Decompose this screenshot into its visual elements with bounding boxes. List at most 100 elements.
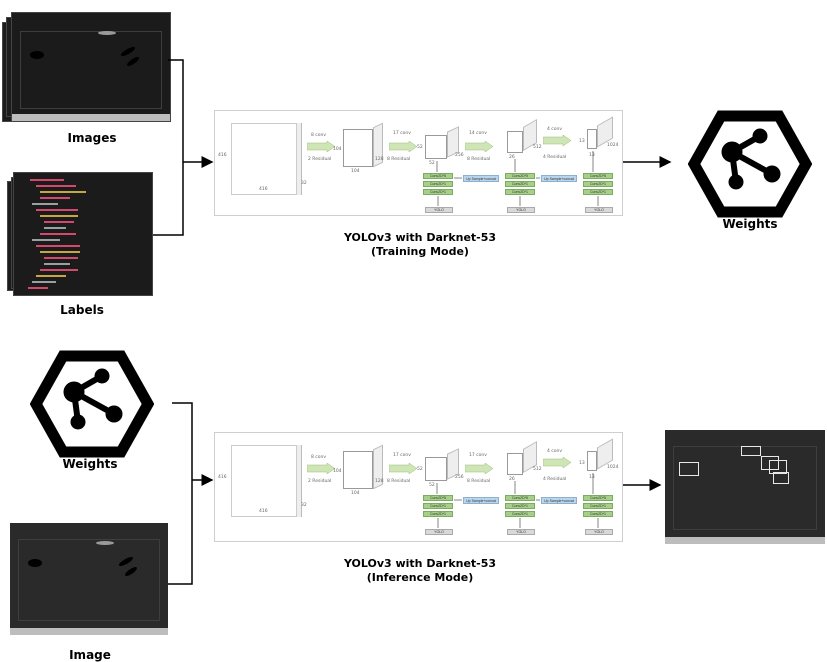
inference-mode: (Inference Mode) [366,571,474,584]
light-glare [98,31,116,35]
feature-cube-13 [587,451,597,471]
panel-connectors [436,473,599,528]
conv-block: Conv2D*5 [583,173,613,179]
dim-label: 416 [259,509,268,514]
dim-label: 13 [589,153,595,158]
stage-label: 8 Residual [387,157,411,162]
dim-label: 52 [429,161,435,166]
dim-label: 416 [218,475,227,480]
stage-arrow [389,141,417,152]
stage-label: 2 Residual [308,479,332,484]
training-mode: (Training Mode) [371,245,469,258]
upsample-block: Up Sample+concat [463,497,499,504]
yolo-output: YOLO [507,529,535,535]
weights-hexagon-icon [688,110,812,218]
yolo-output: YOLO [585,529,613,535]
feature-cube-52 [425,135,447,159]
feature-cube-26 [507,131,523,153]
yolo-output: YOLO [585,207,613,213]
conv-block: Conv2D*1 [423,181,453,187]
dim-label: 26 [509,477,515,482]
feature-cube-26 [507,453,523,475]
stage-label: 8 Residual [387,479,411,484]
stage-label: 14 conv [469,131,487,136]
stage-label: 17 conv [393,453,411,458]
dim-label: 13 [579,461,585,466]
bounding-box [761,456,779,470]
stage-arrow [543,135,571,146]
yolo-training-panel: 416 416 32 8 conv 2 Residual 104 104 128… [214,110,623,216]
stage-label: 2 Residual [308,157,332,162]
weights-label-top: Weights [722,217,778,231]
training-caption: YOLOv3 with Darknet-53 (Training Mode) [320,231,520,259]
images-label: Images [67,131,117,145]
detection-output-image [665,430,825,544]
upsample-block: Up Sample+concat [541,497,577,504]
yolo-output: YOLO [425,529,453,535]
stage-arrow [543,457,571,468]
panel-connectors [436,151,599,206]
input-cube [231,119,302,195]
inference-caption: YOLOv3 with Darknet-53 (Inference Mode) [320,557,520,585]
conv-block: Conv2D*1 [583,503,613,509]
dim-label: 416 [218,153,227,158]
stage-label: 8 Residual [467,157,491,162]
dim-label: 512 [533,467,542,472]
conv-block: Conv2D*1 [583,189,613,195]
stage-label: 4 conv [547,449,563,454]
weights-label-left: Weights [62,457,118,471]
dim-label: 128 [375,479,384,484]
labels-label: Labels [60,303,104,317]
dim-label: 13 [579,139,585,144]
conv-block: Conv2D*1 [505,511,535,517]
images-stack [2,8,174,126]
upsample-block: Up Sample+concat [463,175,499,182]
conv-block: Conv2D*5 [583,495,613,501]
conv-block: Conv2D*1 [505,181,535,187]
fish-blob [30,51,44,59]
dim-label: 32 [301,181,307,186]
dim-label: 13 [589,475,595,480]
dim-label: 52 [417,467,423,472]
dim-label: 32 [301,503,307,508]
inference-title: YOLOv3 with Darknet-53 [343,557,497,570]
bounding-box [769,460,787,474]
bounding-box [773,472,789,484]
conv-block: Conv2D*1 [505,189,535,195]
image-label: Image [69,648,111,662]
dim-label: 1024 [607,143,619,148]
conv-block: Conv2D*5 [505,173,535,179]
stage-label: 17 conv [393,131,411,136]
conv-block: Conv2D*1 [423,189,453,195]
stage-label: 17 conv [469,453,487,458]
yolo-output: YOLO [425,207,453,213]
dim-label: 104 [351,491,360,496]
image-frame-front [11,12,171,122]
feature-cube-52 [425,457,447,481]
conv-block: Conv2D*1 [423,503,453,509]
stage-label: 8 Residual [467,479,491,484]
conv-block: Conv2D*1 [583,181,613,187]
feature-cube-104 [343,129,373,167]
stage-label: 4 Residual [543,155,567,160]
feature-cube-13 [587,129,597,149]
conv-block: Conv2D*5 [423,495,453,501]
input-image [10,523,168,635]
training-title: YOLOv3 with Darknet-53 [343,231,497,244]
stage-arrow [465,141,493,152]
conv-block: Conv2D*1 [423,511,453,517]
dim-label: 256 [455,153,464,158]
stage-arrow [307,141,335,152]
stage-label: 4 conv [547,127,563,132]
conv-block: Conv2D*5 [423,173,453,179]
dim-label: 52 [429,483,435,488]
weights-hexagon-icon [30,350,154,458]
labels-stack [7,169,155,297]
stage-arrow [465,463,493,474]
stage-label: 4 Residual [543,477,567,482]
code-page-front [13,172,153,296]
conv-block: Conv2D*5 [505,495,535,501]
conv-block: Conv2D*1 [583,511,613,517]
dim-label: 512 [533,145,542,150]
